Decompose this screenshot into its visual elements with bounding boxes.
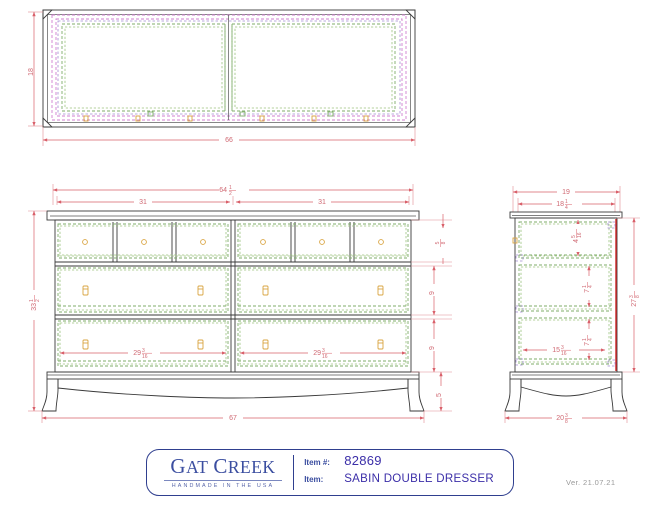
drawer-knob-round-group	[82, 239, 384, 245]
svg-text:1: 1	[582, 338, 588, 341]
brand-logo: GAT CREEK HANDMADE IN THE USA	[147, 450, 293, 495]
front-view-drawing: 64 1 2 31 31	[27, 183, 452, 423]
dim-side-base-depth: 20 3 8	[552, 411, 582, 425]
item-name-label: Item:	[304, 474, 324, 484]
svg-text:2: 2	[229, 191, 232, 197]
dim-front-middle-drawer-height: 9	[429, 291, 436, 295]
brand-tagline: HANDMADE IN THE USA	[171, 483, 275, 490]
drawer-pull-rect-group-middle	[82, 285, 384, 296]
svg-text:16: 16	[577, 232, 583, 238]
svg-text:1: 1	[565, 199, 568, 205]
svg-text:4: 4	[588, 338, 594, 341]
item-name-value: SABIN DOUBLE DRESSER	[344, 472, 494, 485]
svg-text:4: 4	[588, 285, 594, 288]
svg-text:3: 3	[142, 348, 145, 354]
field-row-item-number: Item #: 82869	[304, 453, 513, 473]
logo-divider	[164, 479, 282, 481]
svg-text:27: 27	[631, 299, 638, 307]
svg-text:4: 4	[565, 205, 568, 211]
svg-text:8: 8	[635, 295, 641, 298]
svg-text:4: 4	[573, 239, 580, 243]
dim-side-top-interior: 4 5 16	[569, 224, 583, 252]
svg-text:1: 1	[229, 185, 232, 191]
dim-front-right-half: 31	[318, 199, 326, 206]
svg-text:3: 3	[629, 295, 635, 298]
dim-side-bottom-interior: 7 1 4	[580, 329, 594, 353]
svg-text:18: 18	[556, 201, 564, 208]
dim-side-overall-depth: 19	[562, 189, 570, 196]
svg-text:15: 15	[552, 347, 560, 354]
dim-side-middle-interior: 7 1 4	[580, 276, 594, 300]
svg-text:29: 29	[313, 350, 321, 357]
dim-front-right-opening: 29 3 16	[308, 346, 340, 360]
dim-front-overall-height: 33 1 2	[27, 290, 41, 320]
dim-front-overall-width: 64 1 2	[219, 183, 249, 197]
dim-side-box-depth: 15 3 16	[547, 343, 579, 357]
dim-side-case-height: 27 3 8	[627, 285, 641, 315]
dim-front-left-opening: 29 3 16	[128, 346, 160, 360]
svg-text:3: 3	[561, 345, 564, 351]
svg-text:8: 8	[565, 419, 568, 425]
side-view-drawing: 19 18 1 4	[504, 186, 641, 425]
item-number-value: 82869	[344, 452, 382, 468]
svg-text:29: 29	[133, 350, 141, 357]
dim-top-width: 66	[225, 137, 233, 144]
svg-text:20: 20	[556, 415, 564, 422]
svg-text:1: 1	[29, 299, 35, 302]
svg-text:8: 8	[441, 241, 447, 244]
svg-text:3: 3	[322, 348, 325, 354]
title-block-fields: Item #: 82869 Item: SABIN DOUBLE DRESSER	[294, 450, 513, 495]
svg-text:1: 1	[582, 285, 588, 288]
top-view-drawing: 18 66	[28, 9, 416, 146]
version-label: Ver. 21.07.21	[566, 478, 616, 487]
dim-front-top-drawer-height: 5 8	[434, 232, 447, 252]
svg-text:3: 3	[565, 413, 568, 419]
field-row-item-name: Item: SABIN DOUBLE DRESSER	[304, 473, 513, 493]
drawer-pull-rect-group-bottom	[82, 339, 384, 350]
dim-front-bottom-drawer-height: 9	[429, 346, 436, 350]
svg-text:16: 16	[561, 351, 567, 357]
item-number-label: Item #:	[304, 457, 330, 467]
svg-text:7: 7	[584, 289, 591, 293]
svg-text:16: 16	[142, 354, 148, 360]
brand-name: GAT CREEK	[170, 453, 276, 478]
title-block-divider	[293, 455, 295, 490]
dim-front-base-width: 67	[229, 415, 237, 422]
dim-front-base-height: 5	[436, 393, 443, 397]
svg-text:2: 2	[35, 299, 41, 302]
svg-text:64: 64	[219, 187, 227, 194]
svg-text:16: 16	[322, 354, 328, 360]
dim-top-depth: 18	[28, 68, 35, 76]
svg-text:33: 33	[31, 303, 38, 311]
title-block: GAT CREEK HANDMADE IN THE USA Item #: 82…	[146, 449, 514, 496]
svg-text:5: 5	[571, 235, 577, 238]
dim-front-left-half: 31	[139, 199, 147, 206]
dim-side-case-depth: 18 1 4	[552, 197, 582, 211]
svg-text:7: 7	[584, 342, 591, 346]
svg-text:5: 5	[435, 241, 441, 244]
